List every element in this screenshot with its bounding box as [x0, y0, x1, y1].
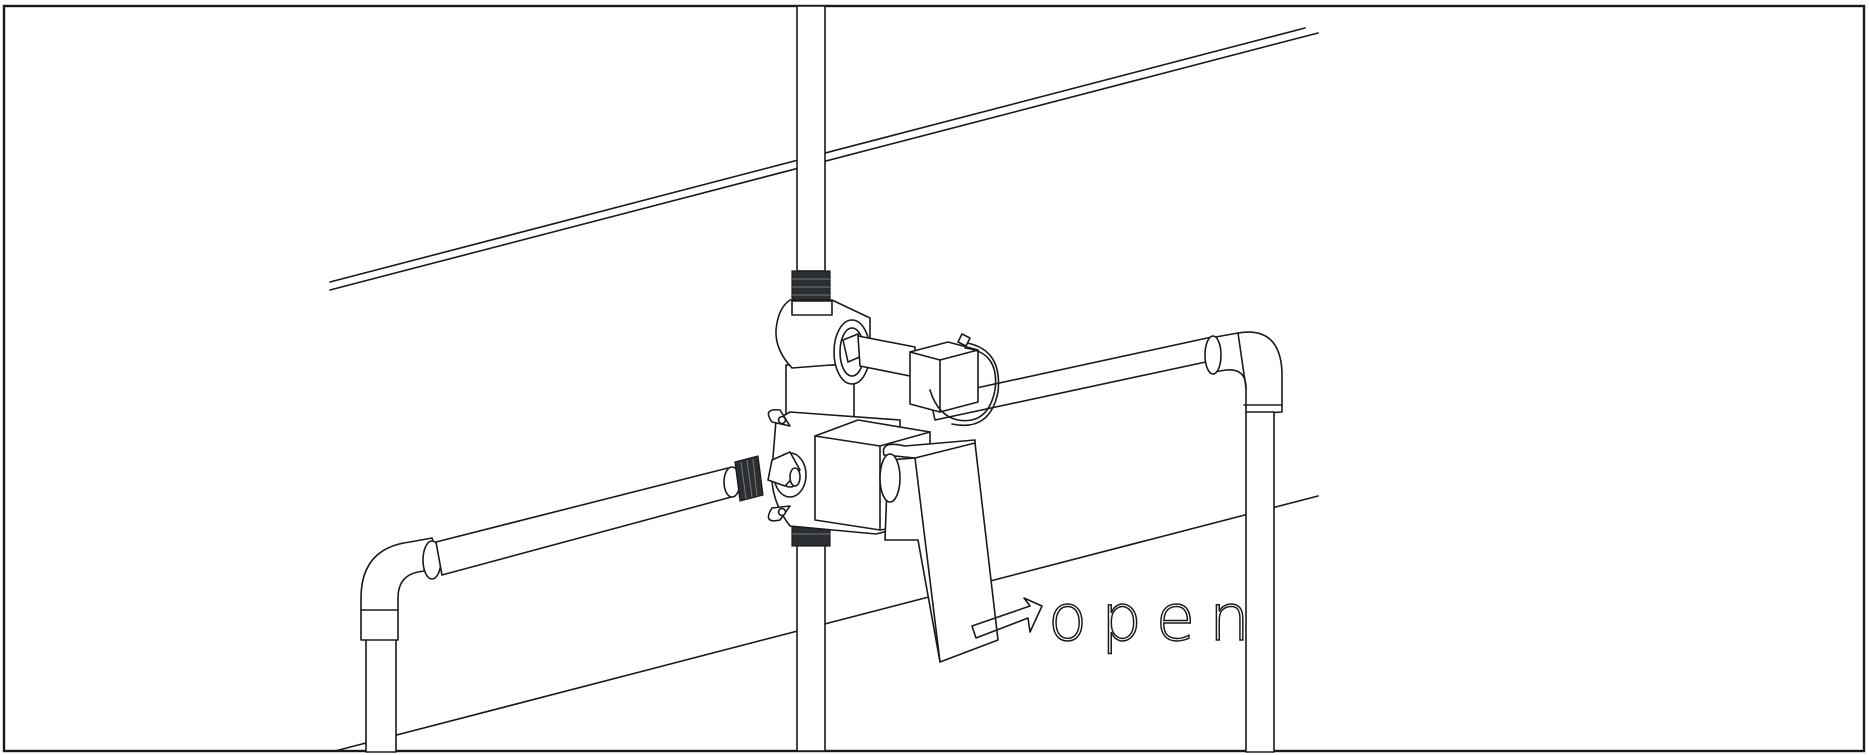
vertical-riser-pipe — [796, 5, 826, 752]
left-inlet-thread — [734, 455, 764, 502]
upper-riser-thread — [791, 270, 831, 302]
right-supply-pipe — [929, 331, 1283, 753]
valve-lever-handle[interactable] — [879, 439, 999, 663]
open-direction-label: open — [1048, 582, 1264, 656]
open-direction-arrow-icon — [971, 597, 1043, 639]
valve-body — [775, 299, 871, 441]
upper-outlet-cap — [857, 333, 1000, 426]
left-supply-pipe — [360, 466, 741, 753]
